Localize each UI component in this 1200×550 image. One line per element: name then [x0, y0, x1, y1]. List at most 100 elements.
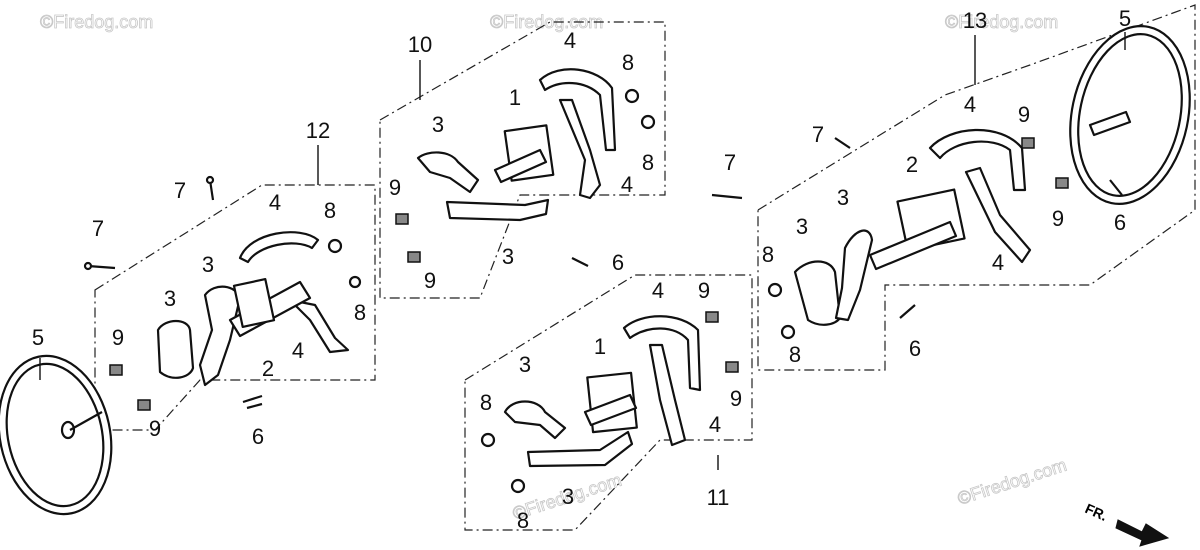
- callout-number: 8: [517, 508, 529, 533]
- callout-number: 9: [730, 386, 742, 411]
- callout-number: 4: [964, 92, 976, 117]
- tine-blade: [503, 400, 567, 440]
- callout-number: 6: [252, 424, 264, 449]
- bolt: [1021, 137, 1035, 149]
- callout-number: 1: [594, 334, 606, 359]
- group-number-12: 12: [306, 118, 330, 143]
- callout-number: 3: [562, 484, 574, 509]
- left-rotor-assembly: [0, 175, 362, 516]
- group-number-10: 10: [408, 32, 432, 57]
- callout-number: 3: [519, 352, 531, 377]
- nut: [780, 324, 796, 340]
- right-rotor-assembly: [711, 25, 1191, 340]
- tine-blade: [198, 285, 242, 387]
- lower-rotor-assembly: [480, 311, 739, 494]
- nut: [480, 432, 496, 448]
- callout-number: 6: [909, 336, 921, 361]
- nut: [327, 238, 343, 254]
- callout-number: 9: [424, 268, 436, 293]
- callout-number: 6: [1114, 210, 1126, 235]
- callout-number: 5: [1119, 6, 1131, 31]
- tine-blade: [793, 260, 842, 326]
- callout-number: 9: [389, 175, 401, 200]
- bolt: [109, 364, 123, 376]
- callout-number: 3: [837, 185, 849, 210]
- bolt: [395, 213, 409, 225]
- nut: [640, 114, 656, 130]
- bolt: [137, 399, 151, 411]
- bolt: [407, 251, 421, 263]
- callout-number: 4: [269, 190, 281, 215]
- watermark: ©Firedog.com: [40, 12, 153, 32]
- watermark: ©Firedog.com: [955, 455, 1069, 509]
- callout-number: 3: [502, 244, 514, 269]
- tine-blade: [238, 231, 320, 264]
- tine-blade: [288, 298, 350, 354]
- rotor-shaft: [868, 220, 958, 271]
- tine-blade: [928, 128, 1027, 192]
- callout-number: 4: [992, 250, 1004, 275]
- pin-head: [205, 175, 215, 185]
- bolt: [725, 361, 739, 373]
- callout-number: 2: [262, 356, 274, 381]
- tine-blade: [526, 430, 634, 468]
- shaft-flange: [232, 278, 276, 328]
- callout-number: 3: [164, 286, 176, 311]
- callout-number: 8: [324, 198, 336, 223]
- callout-number: 3: [202, 252, 214, 277]
- tine-blade: [964, 166, 1032, 264]
- callout-number: 8: [762, 242, 774, 267]
- callout-number: 9: [1052, 206, 1064, 231]
- nut: [510, 478, 526, 494]
- callout-number: 9: [1018, 102, 1030, 127]
- callout-number: 8: [622, 50, 634, 75]
- callout-number: 7: [812, 122, 824, 147]
- bolt: [705, 311, 719, 323]
- watermark: ©Firedog.com: [490, 12, 603, 32]
- watermark: ©Firedog.com: [945, 12, 1058, 32]
- callout-number: 1: [509, 85, 521, 110]
- callout-number: 4: [564, 28, 576, 53]
- arrow-icon: [1115, 519, 1170, 547]
- group-boundary-lower: [464, 274, 753, 531]
- tine-blade: [416, 151, 480, 194]
- callout-number: 4: [621, 172, 633, 197]
- callout-number: 2: [906, 152, 918, 177]
- tine-blade: [538, 68, 617, 152]
- direction-label: FR.: [1083, 500, 1110, 524]
- group-number-13: 13: [963, 8, 987, 33]
- bolt: [1055, 177, 1069, 189]
- callout-number: 6: [612, 250, 624, 275]
- callout-number: 4: [292, 338, 304, 363]
- callout-number: 7: [174, 178, 186, 203]
- tine-blade: [558, 98, 602, 200]
- callout-number: 5: [32, 325, 44, 350]
- tine-blade: [156, 319, 195, 379]
- callout-number: 9: [698, 278, 710, 303]
- nut: [767, 282, 783, 298]
- wheel-axle: [69, 411, 103, 431]
- callout-number: 4: [709, 412, 721, 437]
- pin: [87, 264, 116, 270]
- callout-number: 3: [432, 112, 444, 137]
- watermarks: ©Firedog.com ©Firedog.com ©Firedog.com ©…: [40, 12, 1070, 525]
- callout-number: 8: [354, 300, 366, 325]
- tine-blade: [445, 198, 550, 222]
- rotor-shaft: [583, 393, 638, 427]
- callout-number: 8: [480, 390, 492, 415]
- callout-number: 9: [149, 416, 161, 441]
- callout-number: 4: [652, 278, 664, 303]
- clip: [571, 257, 589, 267]
- rotor-shaft: [493, 148, 548, 184]
- callout-number: 7: [724, 150, 736, 175]
- group-number-11: 11: [707, 485, 730, 510]
- upper-rotor-assembly: [395, 68, 656, 267]
- clip: [242, 394, 263, 410]
- leader-lines: [39, 32, 1126, 470]
- clip: [1109, 179, 1123, 196]
- nut: [624, 88, 640, 104]
- clip: [899, 304, 916, 319]
- group-boundary-right: [757, 4, 1196, 371]
- callout-number: 3: [796, 214, 808, 239]
